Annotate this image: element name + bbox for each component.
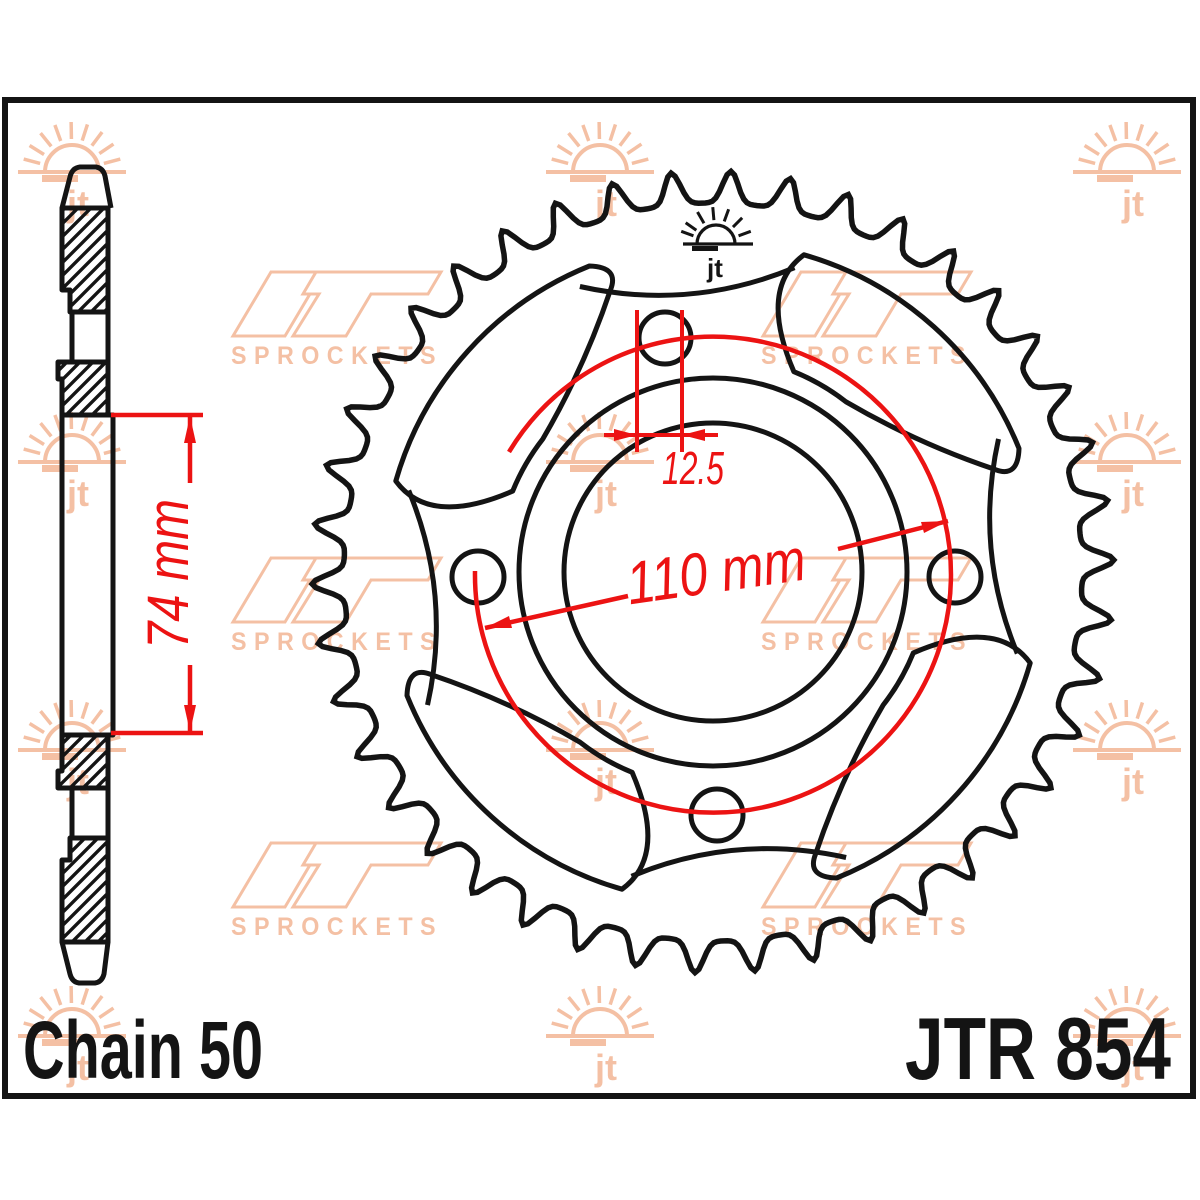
center-bore-circle [561,420,865,724]
dimension-12p5-label: 12.5 [662,442,724,494]
hub-outline-circle [516,375,910,769]
jt-block-letter-icon [820,270,974,338]
jt-sprockets-watermark: SPROCKETS [230,841,444,941]
side-view-bottom-tooth [59,941,111,986]
jt-block-letter-icon [290,270,444,338]
side-view-rim-section-top [59,205,111,315]
product-code-label: JTR 854 [905,999,1171,1098]
jt-block-letter-icon [290,841,444,909]
jt-watermark-text: jt [594,1047,617,1088]
sun-ray-icon [680,229,694,238]
jt-watermark-text: jt [66,473,89,514]
jt-watermark-text: jt [594,473,617,514]
spoke-valley-arc [579,265,796,298]
sprocket-front-view: jt [308,167,1118,977]
rising-sun-watermark-icon: jt [1073,121,1181,224]
jt-watermark-text: jt [1121,183,1144,224]
sprocket-side-view [55,164,116,986]
sprockets-watermark-text: SPROCKETS [761,342,973,370]
sprocket-teeth-ring [308,167,1118,977]
spoke-valley-arc [406,489,439,706]
kidney-cutout [393,263,616,510]
spoke-valley-arcs [406,265,1020,879]
kidney-cutout [810,634,1033,881]
sun-ray-icon [722,208,731,222]
jt-sprockets-watermark: SPROCKETS [230,270,444,370]
jt-sun-logo: jt [680,207,753,283]
sun-ray-icon [684,221,698,232]
arrow-up-icon [184,416,196,443]
dimension-12p5: 12.5 [604,310,724,494]
sun-ray-icon [738,229,752,238]
jt-sprockets-watermark: SPROCKETS [760,270,974,370]
sprockets-watermark-text: SPROCKETS [761,628,973,656]
jt-block-letter-icon [820,841,974,909]
rising-sun-watermark-icon: jt [1073,985,1181,1088]
sun-ray-icon [731,216,744,229]
dimension-74mm-label: 74 mm [136,499,201,649]
side-view-flange-section-bottom [55,732,111,791]
side-view-flange-section-top [55,359,111,418]
jt-logo-text: jt [706,253,723,283]
side-view-spacer-bands [69,312,111,838]
rising-sun-watermark-icon: jt [1073,699,1181,802]
bolt-hole [688,786,746,844]
lightening-cutouts [393,252,1033,892]
side-view-hub-column [59,412,116,738]
spoke-valley-arc [987,438,1020,655]
sun-ray-icon [696,211,706,224]
arrow-down-icon [184,705,196,732]
jt-watermark-text: jt [1121,1047,1144,1088]
side-view-top-tooth [59,164,114,209]
drawing-border [2,97,1196,1099]
dimension-74mm: 74 mm [111,412,203,736]
jt-watermark-text: jt [66,1047,89,1088]
bolt-circle-arc [472,334,954,815]
rising-sun-watermark-icon: jt [546,985,654,1088]
sun-ray-icon [711,207,716,221]
chain-size-label: Chain 50 [23,1005,263,1096]
jt-watermark-text: jt [1121,473,1144,514]
jt-watermark-text: jt [1121,761,1144,802]
sprockets-watermark-text: SPROCKETS [231,913,443,941]
side-view-rim-section-bottom [59,835,111,945]
rising-sun-watermark-icon: jt [18,985,126,1088]
kidney-cutout [404,669,651,892]
bolt-hole [926,548,984,606]
rising-sun-watermark-icon: jt [1073,411,1181,514]
spoke-valley-arc [630,846,847,879]
